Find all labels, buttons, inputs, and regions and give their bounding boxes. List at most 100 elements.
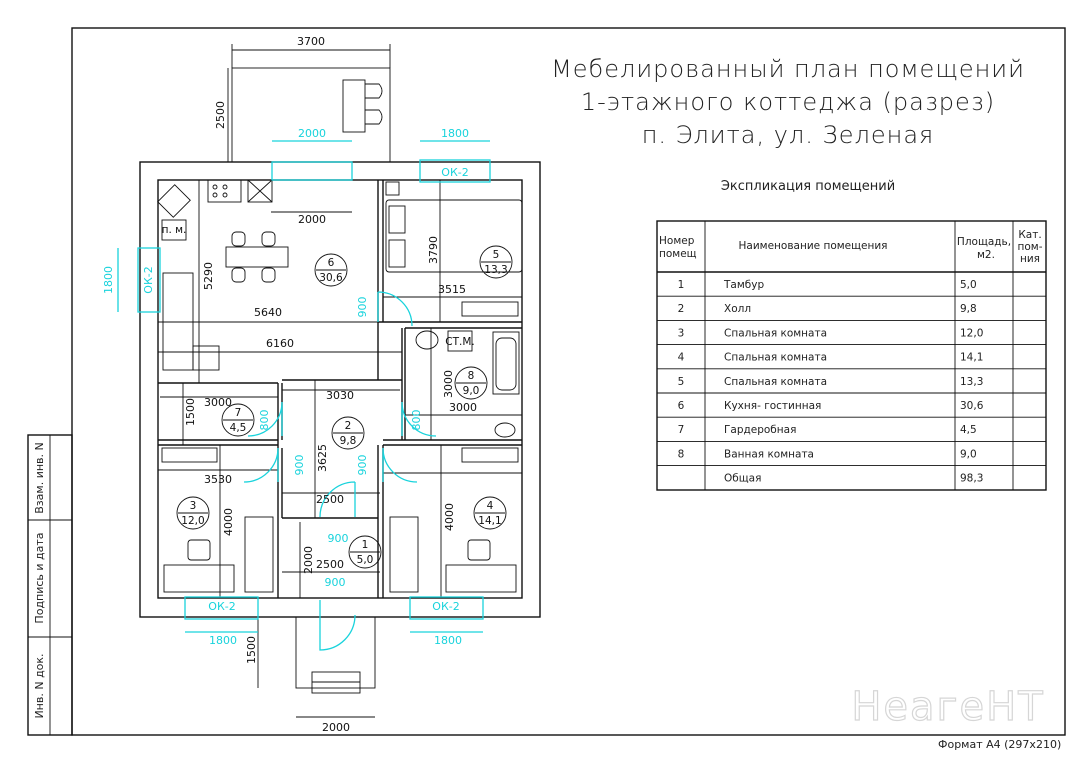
row-name: Кухня- гостинная: [724, 400, 821, 412]
row-num: 1: [678, 279, 685, 291]
row-num: 3: [678, 327, 685, 339]
dimension-label: 900: [328, 532, 349, 545]
window-bottom-right: [409, 596, 484, 620]
room-number: 2: [345, 420, 352, 432]
row-name: Спальная комната: [724, 376, 827, 388]
wardrobe-5: [461, 301, 519, 317]
header-name: Наименование помещения: [739, 240, 888, 252]
dimension-label: 6160: [266, 337, 294, 350]
cyan-dimension-labels: 2000 1800 1800 900 800 800 900 900 900 9…: [102, 127, 469, 647]
row-num: 4: [678, 352, 685, 364]
fridge-label: п. м.: [162, 224, 187, 236]
terrace-table: [342, 79, 366, 133]
dimension-label: 1800: [441, 127, 469, 140]
header-area-2: м2.: [977, 249, 995, 261]
dimension-label: 2500: [214, 101, 227, 129]
watermark-logo: НеагеНТ: [851, 684, 1044, 730]
title-line-1: Мебелированный план помещений: [551, 55, 1025, 83]
dimension-label: 1500: [184, 398, 197, 426]
room-number: 4: [487, 500, 494, 512]
room-area: 13,3: [484, 264, 507, 276]
stove: [207, 179, 242, 203]
dimension-label: 800: [410, 410, 423, 431]
row-area: 4,5: [960, 424, 977, 436]
dimension-labels: 3700 2500 2000 5290 5640 6160 3790 3515 …: [184, 35, 477, 734]
row-area: 5,0: [960, 279, 977, 291]
terrace-chairs: [365, 83, 383, 125]
header-area: Площадь,: [957, 236, 1011, 248]
dimension-label: 1800: [434, 634, 462, 647]
room-marker-1: 15,0: [348, 535, 382, 569]
room-marker-8: 89,0: [454, 366, 488, 400]
bed-4: [389, 516, 419, 593]
header-num-2: помещ: [659, 248, 697, 260]
dimension-label: 4000: [222, 508, 235, 536]
stamp-signature-date: Подпись и дата: [33, 532, 46, 623]
dimension-label: 2000: [298, 213, 326, 226]
room-area: 9,0: [463, 385, 480, 397]
dimension-label: 2500: [316, 493, 344, 506]
dimension-label: 4000: [443, 503, 456, 531]
row-area: 14,1: [960, 352, 983, 364]
room-marker-5: 513,3: [479, 245, 513, 279]
header-num: Номер: [659, 235, 695, 247]
dimension-label: 3000: [449, 401, 477, 414]
row-area: 9,8: [960, 303, 977, 315]
row-name: Общая: [724, 473, 761, 485]
title-line-3: п. Элита, ул. Зеленая: [642, 121, 935, 149]
dimension-label: 3700: [297, 35, 325, 48]
room-area: 12,0: [181, 515, 204, 527]
dimension-label: ОК-2: [142, 266, 155, 293]
table-row: 1 Тамбур 5,0: [678, 279, 977, 291]
dimension-label: 2000: [298, 127, 326, 140]
room-marker-3: 312,0: [176, 496, 210, 530]
row-num: 7: [678, 424, 685, 436]
dimension-label: 3000: [442, 370, 455, 398]
row-num: 5: [678, 376, 685, 388]
title-line-2: 1-этажного коттеджа (разрез): [581, 88, 995, 116]
bathtub: [492, 331, 520, 395]
washer-label: СТ.М.: [445, 336, 474, 348]
explication-table: Номер помещ Наименование помещения Площа…: [656, 220, 1047, 491]
row-num: 8: [678, 448, 685, 460]
room-marker-7: 74,5: [221, 403, 255, 437]
dimension-label: 900: [356, 297, 369, 318]
desk-4: [445, 564, 517, 593]
room-area: 30,6: [319, 272, 343, 284]
dimension-label: 1800: [102, 266, 115, 294]
table-row: Общая 98,3: [724, 473, 983, 485]
window-left: [137, 247, 161, 313]
row-name: Тамбур: [723, 279, 764, 291]
row-num: 6: [678, 400, 685, 412]
dimension-label: 3000: [204, 396, 232, 409]
row-area: 12,0: [960, 327, 983, 339]
header-cat-2: пом-: [1018, 241, 1043, 253]
wardrobe-3: [161, 447, 218, 463]
room-number: 7: [235, 407, 242, 419]
room-number: 3: [190, 500, 197, 512]
row-name: Спальная комната: [724, 352, 827, 364]
dimension-label: 1800: [209, 634, 237, 647]
dimension-label: 2500: [316, 558, 344, 571]
window-top-left: [271, 161, 353, 181]
desk-3: [163, 564, 235, 593]
room-area: 14,1: [478, 515, 501, 527]
format-label: Формат А4 (297x210): [938, 738, 1061, 751]
room-number: 8: [468, 370, 475, 382]
room-marker-6: 630,6: [314, 253, 348, 287]
row-name: Спальная комната: [724, 327, 827, 339]
room-number: 1: [362, 539, 369, 551]
room-area: 4,5: [230, 422, 247, 434]
terrace: [231, 67, 391, 163]
double-bed: [385, 199, 523, 273]
header-cat-3: ния: [1020, 253, 1040, 265]
dimension-label: 900: [325, 576, 346, 589]
room-marker-2: 29,8: [331, 416, 365, 450]
dimension-label: ОК-2: [208, 600, 235, 613]
row-area: 98,3: [960, 473, 983, 485]
table-row: 4 Спальная комната 14,1: [678, 352, 984, 364]
